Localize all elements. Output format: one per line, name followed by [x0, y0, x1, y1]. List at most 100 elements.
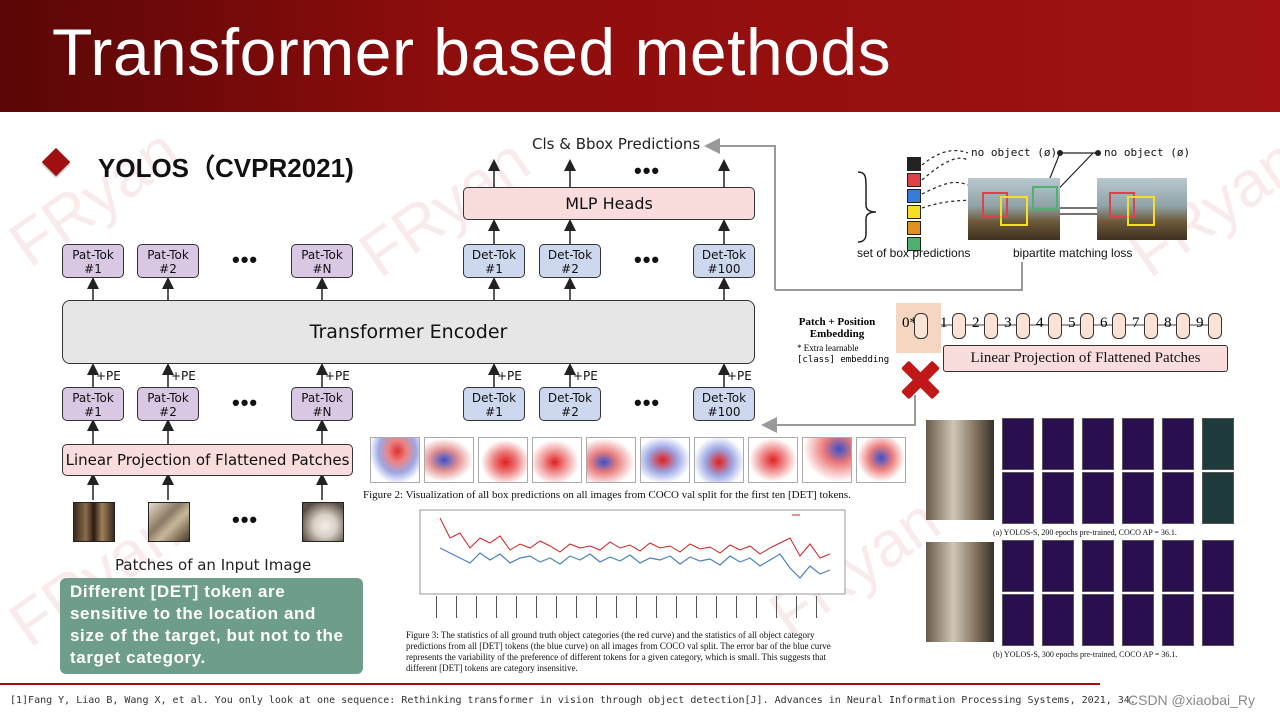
encoder-label: Transformer Encoder — [309, 321, 508, 343]
scatter-thumb — [640, 437, 690, 483]
reference-footnote: [1]Fang Y, Liao B, Wang X, et al. You on… — [10, 695, 1136, 706]
attention-map — [1122, 540, 1154, 592]
attention-map — [1122, 418, 1154, 470]
token-label: Pat-Tok — [72, 391, 114, 405]
bird-image-2 — [1097, 178, 1187, 240]
attention-map — [1002, 472, 1034, 524]
title-banner: Transformer based methods — [0, 0, 1280, 112]
vit-token: 2 — [972, 315, 980, 331]
pat-tok-top-2: Pat-Tok#2 — [137, 244, 199, 278]
attention-map — [1002, 418, 1034, 470]
ellipsis: ••• — [232, 247, 259, 272]
det-tok-bottom-100: Det-Tok#100 — [693, 387, 755, 421]
box-prediction-set — [907, 157, 921, 251]
figure-3-caption: Figure 3: The statistics of all ground t… — [406, 630, 831, 673]
pat-tok-top-1: Pat-Tok#1 — [62, 244, 124, 278]
det-tok-top-1: Det-Tok#1 — [463, 244, 525, 278]
pe-label: +PE — [171, 369, 196, 383]
token-index: #1 — [485, 405, 503, 419]
attention-map — [1122, 594, 1154, 646]
ellipsis: ••• — [232, 507, 259, 532]
ellipsis: ••• — [634, 158, 661, 183]
attention-map — [1042, 418, 1074, 470]
patches-caption: Patches of an Input Image — [115, 556, 312, 574]
vit-token: 9 — [1196, 315, 1204, 331]
token-label: Det-Tok — [471, 391, 517, 405]
token-label: Pat-Tok — [147, 248, 189, 262]
token-index: #100 — [707, 262, 741, 276]
attention-map — [1082, 594, 1114, 646]
token-label: Pat-Tok — [72, 248, 114, 262]
footer-divider — [0, 683, 1100, 685]
token-label: Det-Tok — [547, 248, 593, 262]
vit-token: 1 — [940, 315, 948, 331]
pe-label: +PE — [325, 369, 350, 383]
vit-token-row: 0* 1 2 3 4 5 6 7 8 9 — [902, 315, 1232, 339]
pe-label: +PE — [96, 369, 121, 383]
vit-linear-label: Linear Projection of Flattened Patches — [970, 350, 1201, 366]
kitchen-image-b — [926, 542, 994, 642]
pred-box — [907, 189, 921, 203]
vit-token: 4 — [1036, 315, 1044, 331]
bipartite-label: bipartite matching loss — [1013, 246, 1133, 260]
red-curve — [439, 517, 831, 559]
scatter-thumb — [802, 437, 852, 483]
det-tok-bottom-2: Det-Tok#2 — [539, 387, 601, 421]
linear-projection-label: Linear Projection of Flattened Patches — [65, 451, 350, 469]
token-label: Det-Tok — [701, 391, 747, 405]
token-index: #N — [312, 405, 332, 419]
transformer-encoder-box: Transformer Encoder — [62, 300, 755, 364]
attention-map — [1202, 418, 1234, 470]
kitchen-image-a — [926, 420, 994, 520]
token-label: Pat-Tok — [147, 391, 189, 405]
slide-subtitle: YOLOS（CVPR2021) — [98, 153, 354, 183]
pred-box — [907, 157, 921, 171]
attention-map — [1042, 472, 1074, 524]
token-index: #N — [312, 262, 332, 276]
pred-box — [907, 237, 921, 251]
vit-token: 5 — [1068, 315, 1076, 331]
image-patch — [73, 502, 115, 542]
scatter-thumb — [478, 437, 528, 483]
no-object-label-2: no object (ø) — [1104, 146, 1191, 159]
image-patch — [148, 502, 190, 542]
extra-text-1: * Extra learnable — [797, 343, 859, 353]
attention-map — [1162, 594, 1194, 646]
image-patch — [302, 502, 344, 542]
scatter-thumb — [856, 437, 906, 483]
fig-a-caption: (a) YOLOS-S, 200 epochs pre-trained, COC… — [993, 528, 1177, 537]
ellipsis: ••• — [634, 390, 661, 415]
attention-map — [1122, 472, 1154, 524]
attention-map — [1002, 540, 1034, 592]
attention-map — [1162, 472, 1194, 524]
attention-map — [1202, 472, 1234, 524]
vit-linear-projection-box: Linear Projection of Flattened Patches — [943, 345, 1228, 372]
cls-bbox-label: Cls & Bbox Predictions — [532, 135, 701, 153]
token-index: #2 — [561, 405, 579, 419]
attention-map — [1042, 594, 1074, 646]
ellipsis: ••• — [232, 390, 259, 415]
key-insight-note: Different [DET] token are sensitive to t… — [60, 578, 363, 674]
category-tick-labels — [436, 596, 817, 618]
pred-box — [907, 173, 921, 187]
token-label: Pat-Tok — [301, 391, 343, 405]
pat-tok-bottom-2: Pat-Tok#2 — [137, 387, 199, 421]
scatter-thumb — [586, 437, 636, 483]
extra-text-2: [class] embedding — [797, 355, 890, 365]
vit-token: 6 — [1100, 315, 1108, 331]
embedding-text: Embedding — [809, 328, 865, 340]
red-cross-icon — [900, 360, 940, 400]
token-index: #1 — [485, 262, 503, 276]
pat-tok-top-n: Pat-Tok#N — [291, 244, 353, 278]
det-tok-bottom-1: Det-Tok#1 — [463, 387, 525, 421]
page-title: Transformer based methods — [52, 15, 892, 89]
bird-image-1 — [968, 178, 1060, 240]
det-tok-top-2: Det-Tok#2 — [539, 244, 601, 278]
patch-pos-text: Patch + Position — [798, 316, 876, 328]
token-index: #2 — [561, 262, 579, 276]
vit-token: 7 — [1132, 315, 1140, 331]
attention-map — [1162, 418, 1194, 470]
mlp-heads-box: MLP Heads — [463, 187, 755, 220]
mlp-heads-label: MLP Heads — [565, 194, 653, 213]
